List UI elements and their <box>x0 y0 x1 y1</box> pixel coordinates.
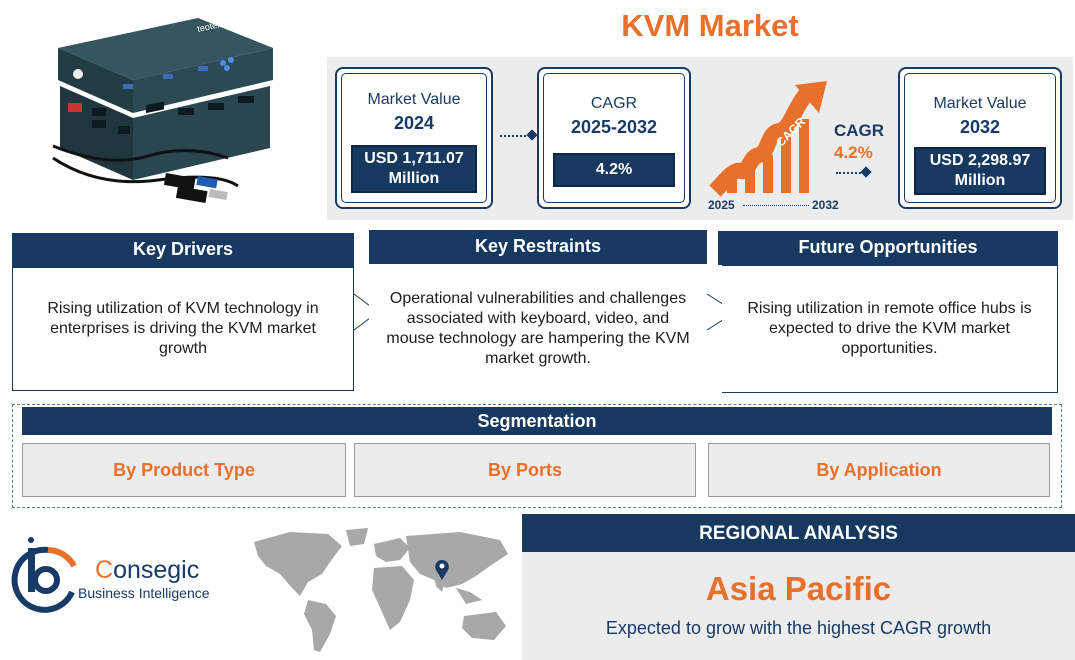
connector-diamond <box>526 129 538 141</box>
segmentation-heading: Segmentation <box>22 407 1052 435</box>
cagr-graphic-label: CAGR <box>834 121 885 140</box>
metric-value: 4.2% <box>553 153 675 187</box>
key-drivers-heading: Key Drivers <box>12 233 354 267</box>
world-map <box>250 526 512 660</box>
metric-years: 2025-2032 <box>570 117 658 137</box>
consegic-logo-icon <box>11 537 77 613</box>
logo-name-rest: onsegic <box>113 556 200 584</box>
metric-value: USD 1,711.07 Million <box>351 145 477 193</box>
consegic-logo <box>8 536 86 620</box>
map-pin-icon <box>435 560 449 580</box>
future-opportunities-text: Rising utilization in remote office hubs… <box>722 265 1058 393</box>
key-restraints-text: Operational vulnerabilities and challeng… <box>369 264 707 393</box>
cagr-growth-graphic <box>707 79 827 199</box>
future-opportunities-heading: Future Opportunities <box>718 231 1058 265</box>
region-description: Expected to grow with the highest CAGR g… <box>605 618 992 638</box>
cagr-start-year: 2025 <box>708 198 735 212</box>
market-value-2032-card: Market Value 2032 USD 2,298.97 Million <box>898 67 1062 209</box>
cagr-end-year: 2032 <box>812 198 839 212</box>
metric-value: USD 2,298.97 Million <box>914 147 1046 195</box>
segment-ports: By Ports <box>354 443 696 497</box>
connector-diamond <box>860 166 872 178</box>
logo-tagline: Business Intelligence <box>78 585 210 601</box>
cagr-card: CAGR 2025-2032 4.2% <box>537 67 691 209</box>
connector-line <box>500 135 530 137</box>
logo-name: Consegic <box>95 556 200 584</box>
key-drivers-text: Rising utilization of KVM technology in … <box>12 267 354 391</box>
key-restraints-heading: Key Restraints <box>369 230 707 264</box>
metric-year: 2024 <box>393 113 435 133</box>
connector-line <box>836 172 864 174</box>
product-image: teotek <box>48 8 288 208</box>
segmentation-section <box>12 404 1062 508</box>
metric-label: Market Value <box>933 95 1027 112</box>
metric-year: 2032 <box>959 117 1001 137</box>
metric-label: CAGR <box>590 95 638 112</box>
cagr-graphic-value: 4.2% <box>834 143 873 162</box>
market-value-2024-card: Market Value 2024 USD 1,711.07 Million <box>335 67 493 209</box>
year-range-line <box>743 205 809 206</box>
page-title: KVM Market <box>621 8 799 43</box>
metric-label: Market Value <box>367 91 461 108</box>
metrics-panel: Market Value 2024 USD 1,711.07 Million C… <box>327 57 1073 220</box>
segment-application: By Application <box>708 443 1050 497</box>
growth-arrow-icon <box>709 81 827 197</box>
region-name: Asia Pacific <box>705 570 892 607</box>
segment-product-type: By Product Type <box>22 443 346 497</box>
regional-heading: REGIONAL ANALYSIS <box>522 514 1075 552</box>
